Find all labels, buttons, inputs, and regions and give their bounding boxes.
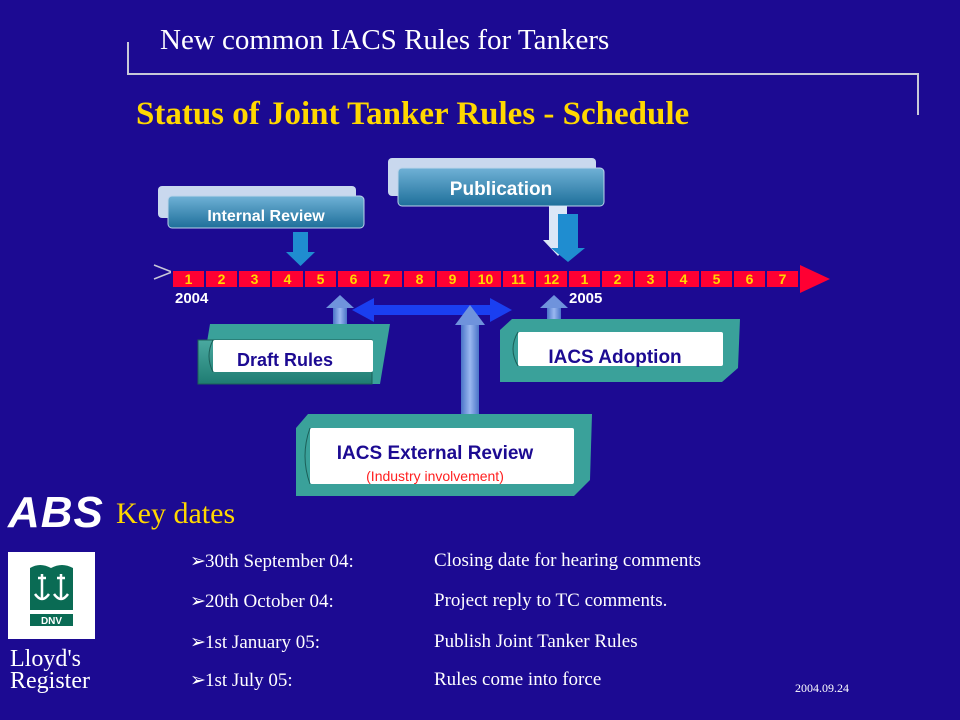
key-date-desc: Rules come into force <box>434 669 602 690</box>
internal-review-label: Internal Review <box>207 208 325 225</box>
key-date-item: ➢20th October 04: Project reply to TC co… <box>190 590 667 613</box>
year-2005-label: 2005 <box>569 290 602 307</box>
month-label: 2 <box>614 271 622 287</box>
month-label: 11 <box>511 271 526 287</box>
publication-arrow-icon <box>543 206 585 262</box>
abs-logo: ABS <box>8 488 104 537</box>
month-label: 10 <box>478 271 494 287</box>
key-date-desc: Publish Joint Tanker Rules <box>434 631 638 652</box>
bullet-arrow-icon: ➢ <box>190 551 206 572</box>
dnv-emblem-icon: DNV <box>26 562 77 628</box>
month-label: 8 <box>416 271 424 287</box>
key-date-date: 1st January 05: <box>205 632 321 653</box>
lr-line1: Lloyd's <box>10 646 81 672</box>
internal-review-arrow-icon <box>286 232 315 266</box>
lr-line2: Register <box>10 668 90 694</box>
timeline-start-mark <box>153 264 175 280</box>
month-label: 1 <box>185 271 193 287</box>
month-label: 6 <box>746 271 754 287</box>
dnv-logo: DNV <box>8 552 95 639</box>
header-title: New common IACS Rules for Tankers <box>160 24 610 56</box>
slide-title: Status of Joint Tanker Rules - Schedule <box>136 96 690 132</box>
month-cell <box>765 269 800 289</box>
bullet-arrow-icon: ➢ <box>190 670 206 691</box>
publication-tab: Publication <box>388 158 605 207</box>
month-label: 7 <box>383 271 391 287</box>
key-date-item: ➢1st January 05: Publish Joint Tanker Ru… <box>190 631 638 654</box>
key-dates-title: Key dates <box>116 497 236 530</box>
month-label: 1 <box>581 271 589 287</box>
key-date-desc: Project reply to TC comments. <box>434 590 668 611</box>
month-label: 2 <box>218 271 226 287</box>
external-review-sublabel: (Industry involvement) <box>366 468 504 484</box>
external-review-label: IACS External Review <box>337 443 534 464</box>
header-rule-left <box>127 42 129 74</box>
key-date-desc: Closing date for hearing comments <box>434 550 701 571</box>
publication-label: Publication <box>450 179 552 200</box>
key-date-item: ➢1st July 05: Rules come into force <box>190 669 601 692</box>
month-label: 4 <box>284 271 292 287</box>
footer-date: 2004.09.24 <box>795 681 849 695</box>
internal-review-tab: Internal Review <box>158 186 365 229</box>
header-rule-right <box>917 73 919 115</box>
key-date-item: ➢30th September 04: Closing date for hea… <box>190 550 701 573</box>
month-label: 4 <box>680 271 688 287</box>
month-label: 5 <box>713 271 721 287</box>
dnv-text: DNV <box>41 616 62 627</box>
month-label: 5 <box>317 271 325 287</box>
iacs-adoption-box: IACS Adoption <box>500 319 740 382</box>
publication-tab-face <box>397 167 605 207</box>
month-label: 6 <box>350 271 358 287</box>
bullet-arrow-icon: ➢ <box>190 632 206 653</box>
key-date-date: 20th October 04: <box>205 591 334 612</box>
bullet-arrow-icon: ➢ <box>190 591 206 612</box>
key-date-date: 1st July 05: <box>205 670 293 691</box>
draft-rules-label: Draft Rules <box>237 350 333 370</box>
internal-review-tab-face <box>167 195 365 229</box>
iacs-adoption-label: IACS Adoption <box>548 347 681 368</box>
review-period-arrow <box>352 298 512 322</box>
month-label: 7 <box>779 271 787 287</box>
header-rule <box>127 73 919 75</box>
external-review-arrow-icon <box>455 305 485 414</box>
lloyds-register-logo: Lloyd's Register <box>10 646 90 694</box>
month-label: 9 <box>449 271 457 287</box>
month-label: 12 <box>544 271 560 287</box>
year-2004-label: 2004 <box>175 290 209 307</box>
month-label: 3 <box>647 271 655 287</box>
external-review-box: IACS External Review (Industry involveme… <box>296 414 592 496</box>
key-date-date: 30th September 04: <box>205 551 354 572</box>
draft-rules-arrow-icon <box>326 295 354 328</box>
draft-rules-box: Draft Rules <box>197 324 390 385</box>
month-label: 3 <box>251 271 259 287</box>
